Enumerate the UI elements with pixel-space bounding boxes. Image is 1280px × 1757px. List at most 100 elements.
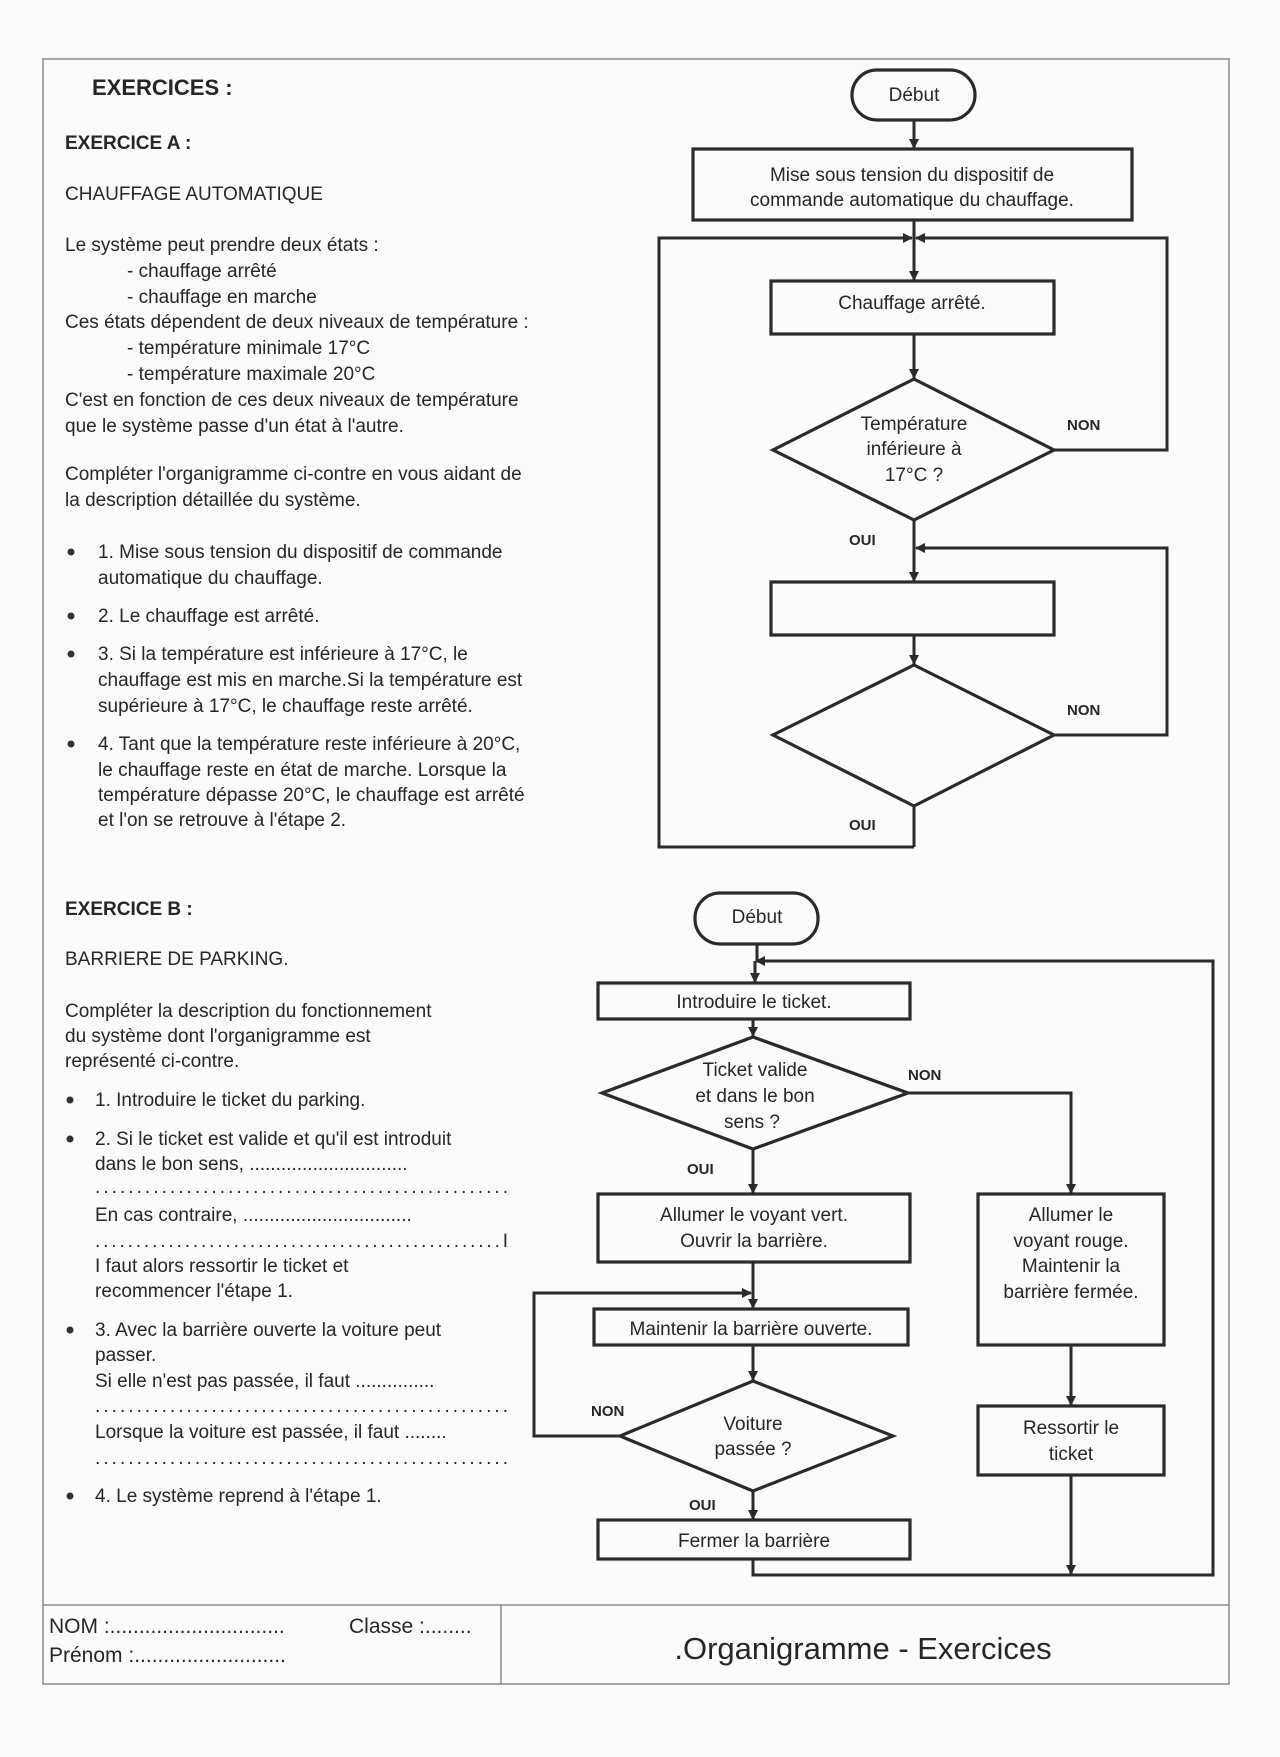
- process-text: ticket: [1049, 1444, 1094, 1465]
- decision-text: inférieure à: [866, 439, 961, 460]
- answer-blank[interactable]: dans le bon sens, ......................…: [95, 1154, 408, 1175]
- exercise-a-heading: EXERCICE A :: [65, 133, 191, 154]
- yes-label: OUI: [689, 1497, 716, 1514]
- intro-line: - température maximale 20°C: [127, 364, 375, 385]
- process-blank: [769, 580, 1056, 637]
- no-label: NON: [591, 1403, 624, 1420]
- intro-line: Le système peut prendre deux états :: [65, 235, 379, 256]
- intro-line: - température minimale 17°C: [127, 338, 370, 359]
- no-label: NON: [1067, 702, 1100, 719]
- step-line: automatique du chauffage.: [98, 568, 323, 589]
- bullet-icon: [67, 612, 75, 620]
- process-text: Introduire le ticket.: [676, 992, 831, 1013]
- yes-label: OUI: [687, 1161, 714, 1178]
- intro-line: Ces états dépendent de deux niveaux de t…: [65, 312, 529, 333]
- process-close-barrier: [596, 1518, 912, 1561]
- bullet-icon: [66, 1135, 74, 1143]
- bullet-icon: [67, 650, 75, 658]
- step-line: I faut alors ressortir le ticket et: [95, 1256, 349, 1277]
- step-line: température dépasse 20°C, le chauffage e…: [98, 785, 525, 806]
- decision-text: Température: [861, 414, 968, 435]
- instruction-line: Compléter l'organigramme ci-contre en vo…: [65, 464, 522, 485]
- no-label: NON: [908, 1067, 941, 1084]
- step-line: 4. Tant que la température reste inférie…: [98, 734, 520, 755]
- answer-blank[interactable]: ........................................…: [95, 1448, 508, 1469]
- decision-text: 17°C ?: [885, 465, 943, 486]
- flowchart-b: Début Introduire le ticket. Ticket valid…: [532, 891, 1215, 1577]
- name-field[interactable]: NOM :..............................: [49, 1615, 285, 1638]
- process-text: voyant rouge.: [1013, 1231, 1128, 1252]
- answer-blank[interactable]: ........................................…: [95, 1231, 508, 1252]
- footer: NOM :.............................. Clas…: [49, 1615, 1052, 1667]
- decision-car-passed: [615, 1379, 898, 1493]
- process-text: Maintenir la: [1022, 1256, 1121, 1277]
- exercise-a-subject: CHAUFFAGE AUTOMATIQUE: [65, 184, 323, 205]
- intro-line: que le système passe d'un état à l'autre…: [65, 416, 404, 437]
- decision-blank: [769, 663, 1058, 808]
- instruction-line: représenté ci-contre.: [65, 1051, 239, 1072]
- loop-left-arrow: [657, 233, 914, 849]
- process-text: Mise sous tension du dispositif de: [770, 165, 1054, 186]
- process-text: Allumer le: [1029, 1205, 1113, 1226]
- process-text: Ouvrir la barrière.: [680, 1231, 828, 1252]
- instruction-line: Compléter la description du fonctionneme…: [65, 1001, 432, 1022]
- step-line: 4. Le système reprend à l'étape 1.: [95, 1486, 382, 1507]
- yes-label: OUI: [849, 532, 876, 549]
- step-line: passer.: [95, 1345, 156, 1366]
- process-text: barrière fermée.: [1003, 1282, 1138, 1303]
- loop-right-arrow: [915, 233, 1169, 452]
- first-name-field[interactable]: Prénom :..........................: [49, 1644, 286, 1667]
- answer-blank[interactable]: ........................................…: [95, 1177, 508, 1198]
- class-field[interactable]: Classe :........: [349, 1615, 472, 1638]
- step-line: 3. Si la température est inférieure à 17…: [98, 644, 468, 665]
- decision-text: Ticket valide: [703, 1060, 808, 1081]
- step-line: recommencer l'étape 1.: [95, 1281, 293, 1302]
- process-text: Maintenir la barrière ouverte.: [630, 1319, 873, 1340]
- process-text: Chauffage arrêté.: [838, 293, 986, 314]
- instruction-line: du système dont l'organigramme est: [65, 1026, 371, 1047]
- decision-text: passée ?: [714, 1439, 791, 1460]
- instruction-line: la description détaillée du système.: [65, 490, 361, 511]
- start-label: Début: [889, 85, 940, 106]
- flowchart-a: Début Mise sous tension du dispositif de…: [657, 68, 1169, 849]
- process-text: Allumer le voyant vert.: [660, 1205, 848, 1226]
- bullet-icon: [66, 1096, 74, 1104]
- process-text: Ressortir le: [1023, 1418, 1119, 1439]
- process-text: commande automatique du chauffage.: [750, 190, 1074, 211]
- bullet-icon: [67, 740, 75, 748]
- retry-loop-arrow: [532, 1288, 752, 1438]
- step-line: 2. Le chauffage est arrêté.: [98, 606, 319, 627]
- intro-line: C'est en fonction de ces deux niveaux de…: [65, 390, 519, 411]
- bullet-icon: [67, 548, 75, 556]
- answer-blank[interactable]: ........................................…: [95, 1396, 508, 1417]
- bullet-icon: [66, 1492, 74, 1500]
- answer-blank[interactable]: Lorsque la voiture est passée, il faut .…: [95, 1422, 447, 1443]
- exercise-a-steps: 1. Mise sous tension du dispositif de co…: [67, 542, 525, 831]
- step-line: 1. Introduire le ticket du parking.: [95, 1090, 365, 1111]
- exercise-b-text: Compléter la description du fonctionneme…: [65, 1001, 508, 1507]
- process-keep-open: [592, 1307, 910, 1347]
- step-line: supérieure à 17°C, le chauffage reste ar…: [98, 696, 473, 717]
- loop-back-arrow: [751, 956, 1215, 1577]
- yes-label: OUI: [849, 817, 876, 834]
- loop-back-arrow: [915, 543, 1169, 737]
- exercise-a-intro: Le système peut prendre deux états : - c…: [65, 235, 529, 511]
- no-label: NON: [1067, 417, 1100, 434]
- intro-line: - chauffage arrêté: [127, 261, 277, 282]
- decision-text: et dans le bon: [695, 1086, 814, 1107]
- page-border: [42, 58, 1230, 1685]
- step-line: 2. Si le ticket est valide et qu'il est …: [95, 1129, 452, 1150]
- answer-blank[interactable]: En cas contraire, ......................…: [95, 1205, 412, 1226]
- step-line: le chauffage reste en état de marche. Lo…: [98, 760, 507, 781]
- answer-blank[interactable]: Si elle n'est pas passée, il faut ......…: [95, 1371, 434, 1392]
- step-line: 3. Avec la barrière ouverte la voiture p…: [95, 1320, 442, 1341]
- intro-line: - chauffage en marche: [127, 287, 317, 308]
- decision-text: sens ?: [724, 1112, 780, 1133]
- start-label: Début: [732, 907, 783, 928]
- bullet-icon: [66, 1326, 74, 1334]
- step-line: chauffage est mis en marche.Si la tempér…: [98, 670, 523, 691]
- exercise-b-subject: BARRIERE DE PARKING.: [65, 949, 288, 970]
- decision-text: Voiture: [723, 1414, 782, 1435]
- step-line: et l'on se retrouve à l'étape 2.: [98, 810, 346, 831]
